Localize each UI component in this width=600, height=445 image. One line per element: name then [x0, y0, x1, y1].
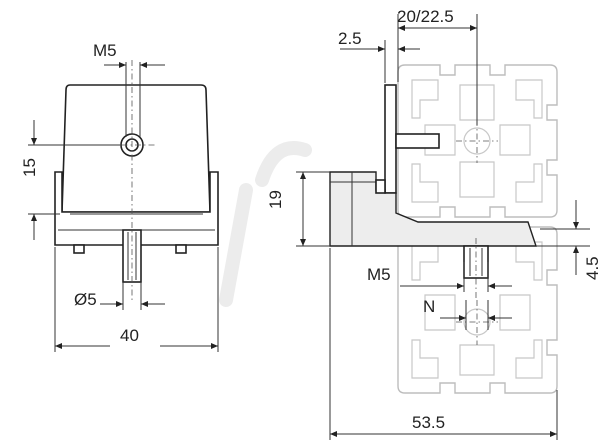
watermark: [219, 141, 312, 307]
front-thread-label: M5: [93, 41, 117, 60]
side-thread-label: M5: [367, 265, 391, 284]
front-width-label: 40: [120, 326, 139, 345]
front-view: [54, 60, 219, 300]
front-base: [54, 171, 219, 246]
side-dim-19: 19: [266, 171, 330, 247]
front-diameter-label: Ø5: [74, 290, 97, 309]
profile-lower: [397, 226, 558, 394]
side-offset-label: 4.5: [583, 256, 600, 280]
front-height-label: 15: [20, 158, 39, 177]
aluminium-profile: [397, 64, 558, 394]
side-plate-label: 2.5: [338, 29, 362, 48]
front-bump-right: [175, 244, 187, 254]
front-dim-40: 40: [54, 247, 219, 352]
front-bump-left: [73, 244, 85, 254]
side-view-bracket: [329, 84, 537, 300]
side-dim-2-5: 2.5: [338, 29, 420, 83]
side-top-label: 20/22.5: [397, 7, 454, 26]
side-height-label: 19: [266, 190, 285, 209]
side-dim-n: N: [423, 297, 512, 330]
side-pin: [463, 245, 489, 279]
front-dim-d5: Ø5: [74, 282, 165, 310]
side-dim-m5: M5: [367, 262, 512, 292]
side-length-label: 53.5: [412, 413, 445, 432]
profile-upper: [397, 64, 558, 218]
side-bolt: [395, 133, 440, 149]
side-dim-53-5: 53.5: [329, 248, 558, 440]
side-dim-20-22-5: 20/22.5: [397, 7, 478, 125]
side-tab: [375, 179, 386, 194]
front-dim-15: 15: [20, 120, 120, 240]
front-dim-m5: M5: [93, 41, 165, 137]
side-plate: [384, 84, 397, 194]
side-dim-4-5: 4.5: [536, 200, 600, 280]
side-nut-label: N: [423, 297, 435, 316]
